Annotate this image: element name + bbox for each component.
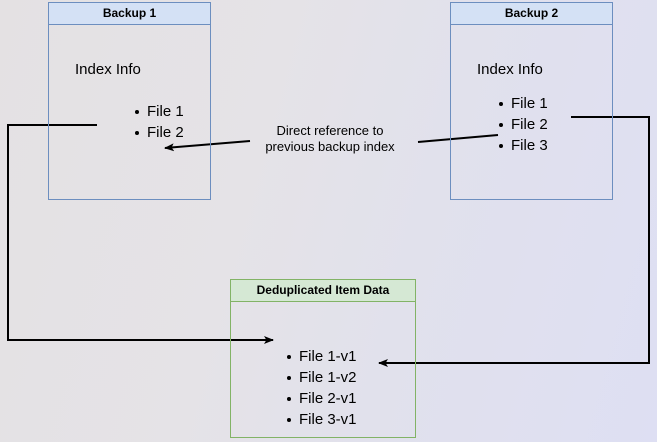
- edge-label-line-1: Direct reference to: [276, 123, 384, 138]
- node-backup-1-header: Backup 1: [49, 3, 210, 25]
- node-backup-1-section-title: Index Info: [75, 61, 141, 78]
- node-deduplicated-item-data-header: Deduplicated Item Data: [231, 280, 415, 302]
- list-item: File 1-v1: [287, 348, 357, 365]
- node-backup-1-body: Index Info File 1 File 2: [49, 25, 210, 199]
- node-backup-1-file-list: File 1 File 2: [127, 101, 184, 143]
- edge-label-line-2: previous backup index: [265, 139, 395, 154]
- list-item: File 1: [499, 95, 548, 112]
- node-deduplicated-item-data-file-list: File 1-v1 File 1-v2 File 2-v1 File 3-v1: [279, 346, 357, 430]
- list-item: File 1: [135, 103, 184, 120]
- node-backup-2-section-title: Index Info: [477, 61, 543, 78]
- node-backup-2[interactable]: Backup 2 Index Info File 1 File 2 File 3: [450, 2, 613, 200]
- node-backup-2-header: Backup 2: [451, 3, 612, 25]
- list-item: File 2-v1: [287, 390, 357, 407]
- node-backup-1[interactable]: Backup 1 Index Info File 1 File 2: [48, 2, 211, 200]
- node-deduplicated-item-data-body: File 1-v1 File 1-v2 File 2-v1 File 3-v1: [231, 302, 415, 437]
- list-item: File 2: [135, 124, 184, 141]
- list-item: File 2: [499, 116, 548, 133]
- list-item: File 3-v1: [287, 411, 357, 428]
- node-backup-2-body: Index Info File 1 File 2 File 3: [451, 25, 612, 199]
- list-item: File 1-v2: [287, 369, 357, 386]
- node-backup-2-file-list: File 1 File 2 File 3: [491, 93, 548, 156]
- edge-label-direct-reference: Direct reference to previous backup inde…: [245, 123, 415, 155]
- node-deduplicated-item-data[interactable]: Deduplicated Item Data File 1-v1 File 1-…: [230, 279, 416, 438]
- list-item: File 3: [499, 137, 548, 154]
